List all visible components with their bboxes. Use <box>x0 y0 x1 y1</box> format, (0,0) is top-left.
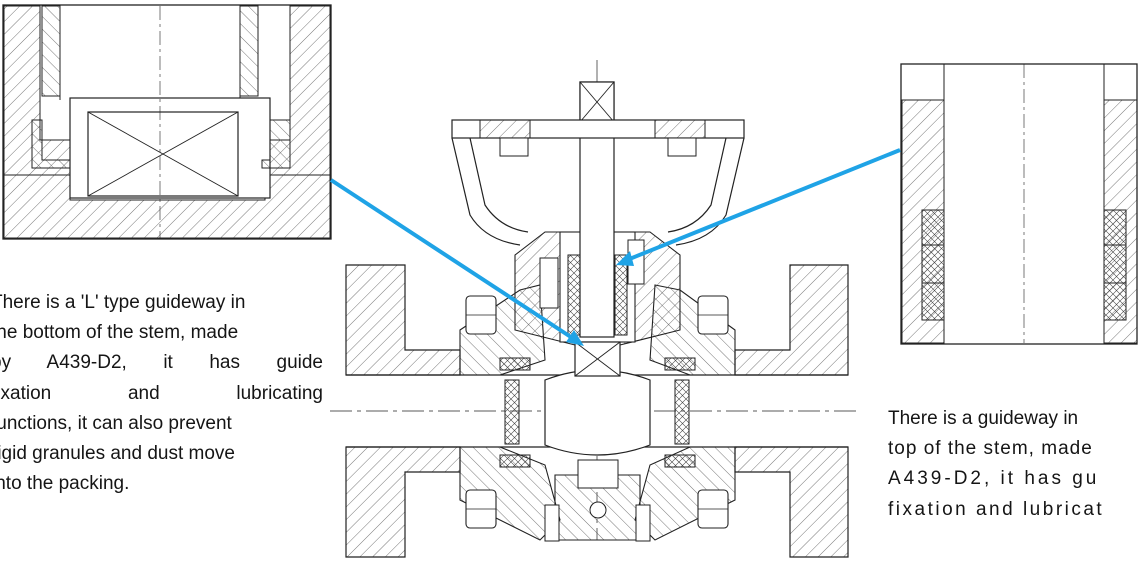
caption-line: rigid granules and dust move <box>0 443 235 465</box>
caption-line: into the packing. <box>0 473 130 495</box>
bottom-guideway-description: There is a 'L' type guideway in the bott… <box>0 288 323 499</box>
caption-line: fixation and lubricating <box>0 382 323 404</box>
bottom-guideway-detail-inset <box>2 4 332 240</box>
top-guideway-description: There is a guideway in top of the stem, … <box>888 404 1138 525</box>
caption-line: the bottom of the stem, made <box>0 322 239 344</box>
ball-valve-main-section <box>330 60 860 558</box>
caption-line: fixation and lubricat <box>888 498 1105 520</box>
caption-line: There is a guideway in <box>888 408 1079 429</box>
bottom-guideway-callout-arrow <box>329 178 582 345</box>
top-guideway-callout-arrow <box>621 148 901 264</box>
top-guideway-detail-inset <box>900 63 1138 345</box>
caption-line: A439-D2, it has gu <box>888 468 1100 490</box>
caption-line: top of the stem, made <box>888 438 1093 460</box>
caption-line: There is a 'L' type guideway in <box>0 292 246 313</box>
callout-arrows <box>329 148 901 346</box>
caption-line: by A439-D2, it has guide <box>0 352 323 374</box>
caption-line: functions, it can also prevent <box>0 412 232 434</box>
